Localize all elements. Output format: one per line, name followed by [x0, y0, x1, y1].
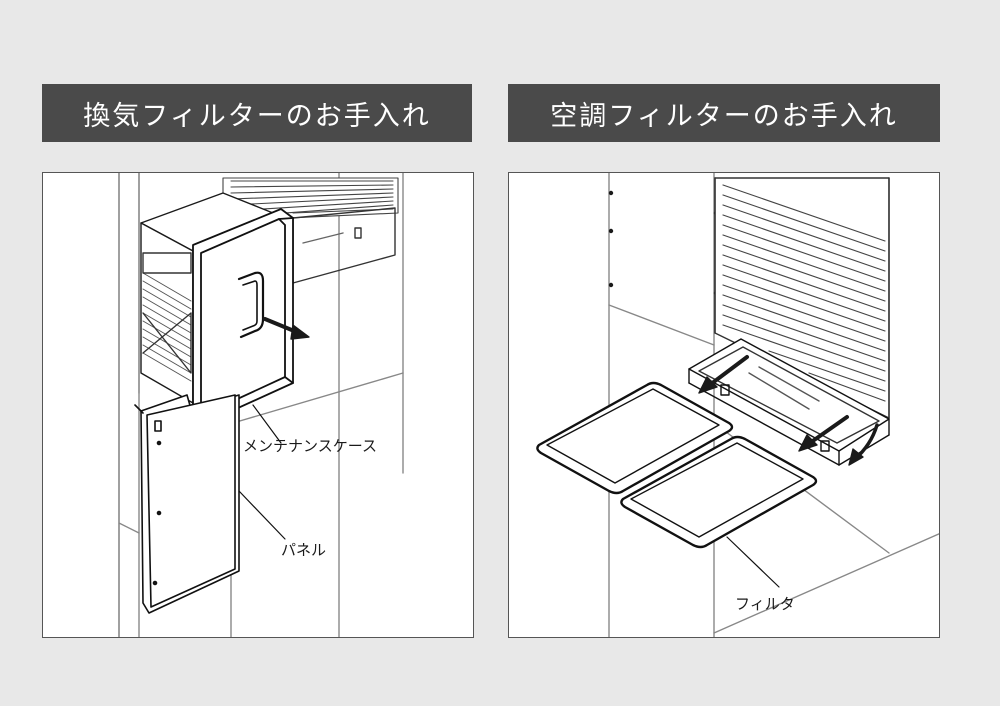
air-conditioning-filter-title: 空調フィルターのお手入れ: [508, 84, 940, 142]
removed-panel: [134, 394, 240, 614]
air-conditioner-grille: [714, 177, 890, 419]
air-conditioning-filter-illustration: フィルタ: [508, 172, 940, 638]
filter-label: フィルタ: [735, 595, 795, 613]
ventilation-filter-illustration: メンテナンスケース パネル: [42, 172, 474, 638]
pull-arrow-icon: [263, 317, 310, 340]
ventilation-filter-title: 換気フィルターのお手入れ: [42, 84, 472, 142]
maintenance-case-label: メンテナンスケース: [243, 437, 377, 455]
air-conditioning-filter-drawing: [536, 173, 939, 637]
ventilation-filter-drawing: [118, 173, 404, 637]
filter-sheets: [536, 381, 818, 549]
slide-out-arrow-icon: [698, 355, 879, 466]
maintenance-case: [192, 208, 294, 424]
panel-label: パネル: [281, 541, 327, 559]
